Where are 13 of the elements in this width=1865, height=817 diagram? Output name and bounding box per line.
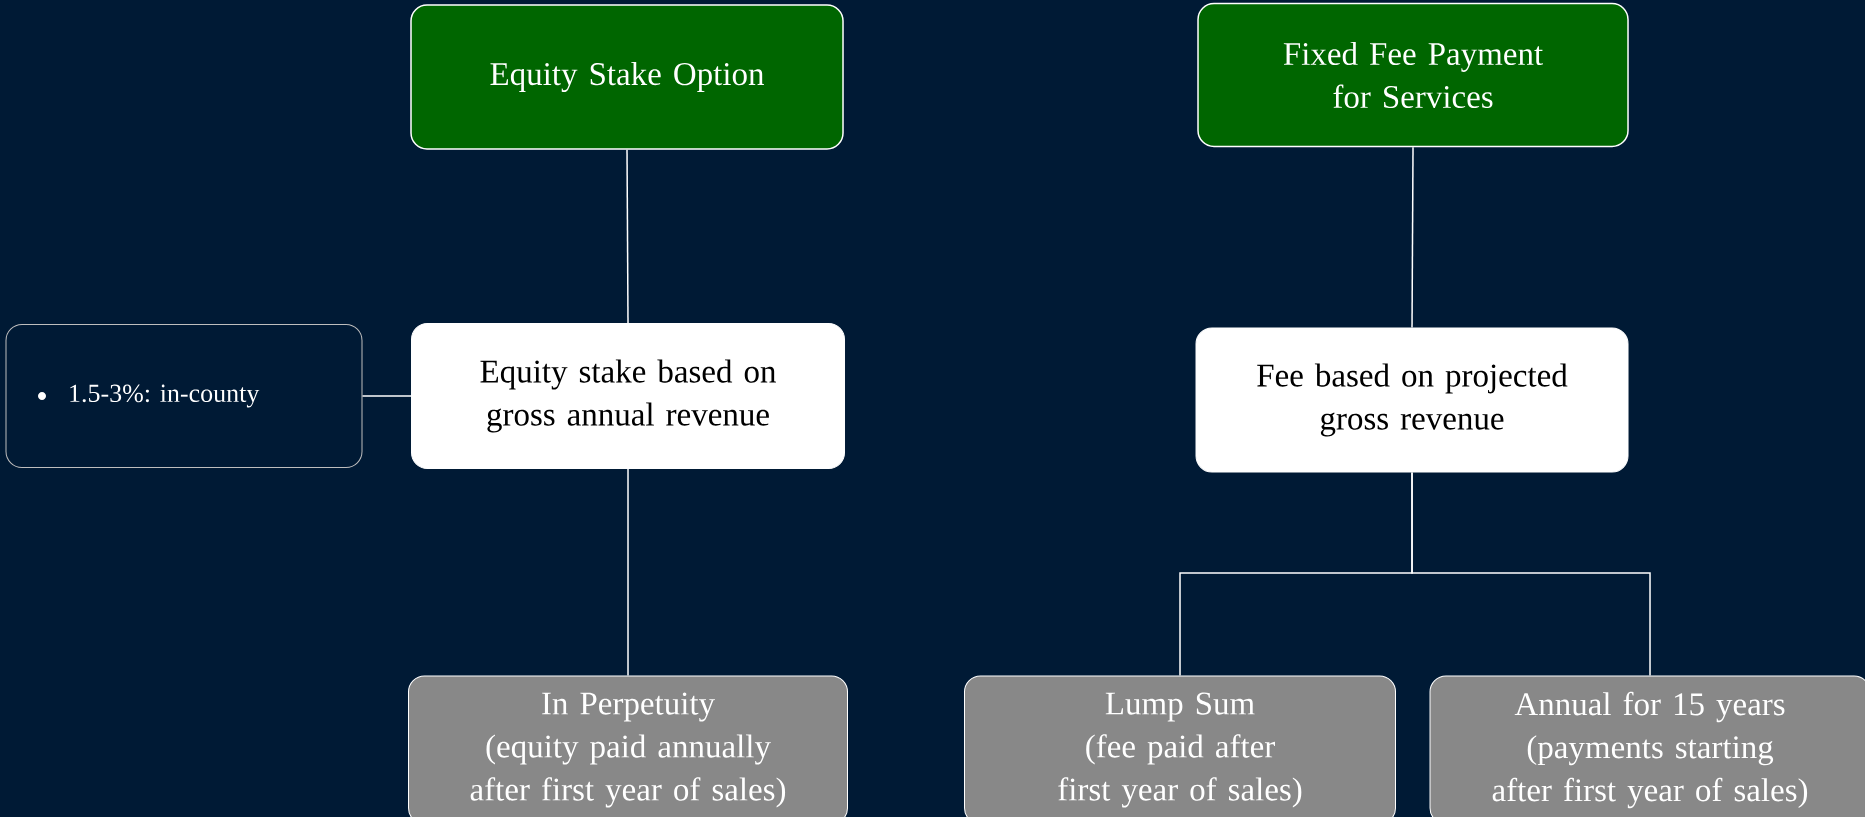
process-box: Equity stake based on gross annual revenue	[411, 323, 845, 469]
process-box: Fee based on projected gross revenue	[1195, 327, 1629, 473]
connector-line	[361, 395, 412, 397]
connector-line	[1411, 471, 1651, 677]
outcome-box: In Perpetuity (equity paid annually after first year of sales)	[408, 675, 848, 817]
option-box: Fixed Fee Payment for Services	[1197, 2, 1629, 148]
option-box: Equity Stake Option	[410, 4, 844, 150]
outcome-box: Lump Sum (fee paid after first year of sales)	[964, 675, 1396, 817]
connector-line	[626, 149, 629, 324]
connector-line	[627, 468, 629, 677]
bullet-box: 1.5-3%: in-county	[5, 324, 363, 468]
outcome-box: Annual for 15 years (payments starting after first year of sales)	[1429, 675, 1865, 817]
connector-line	[1411, 146, 1414, 329]
